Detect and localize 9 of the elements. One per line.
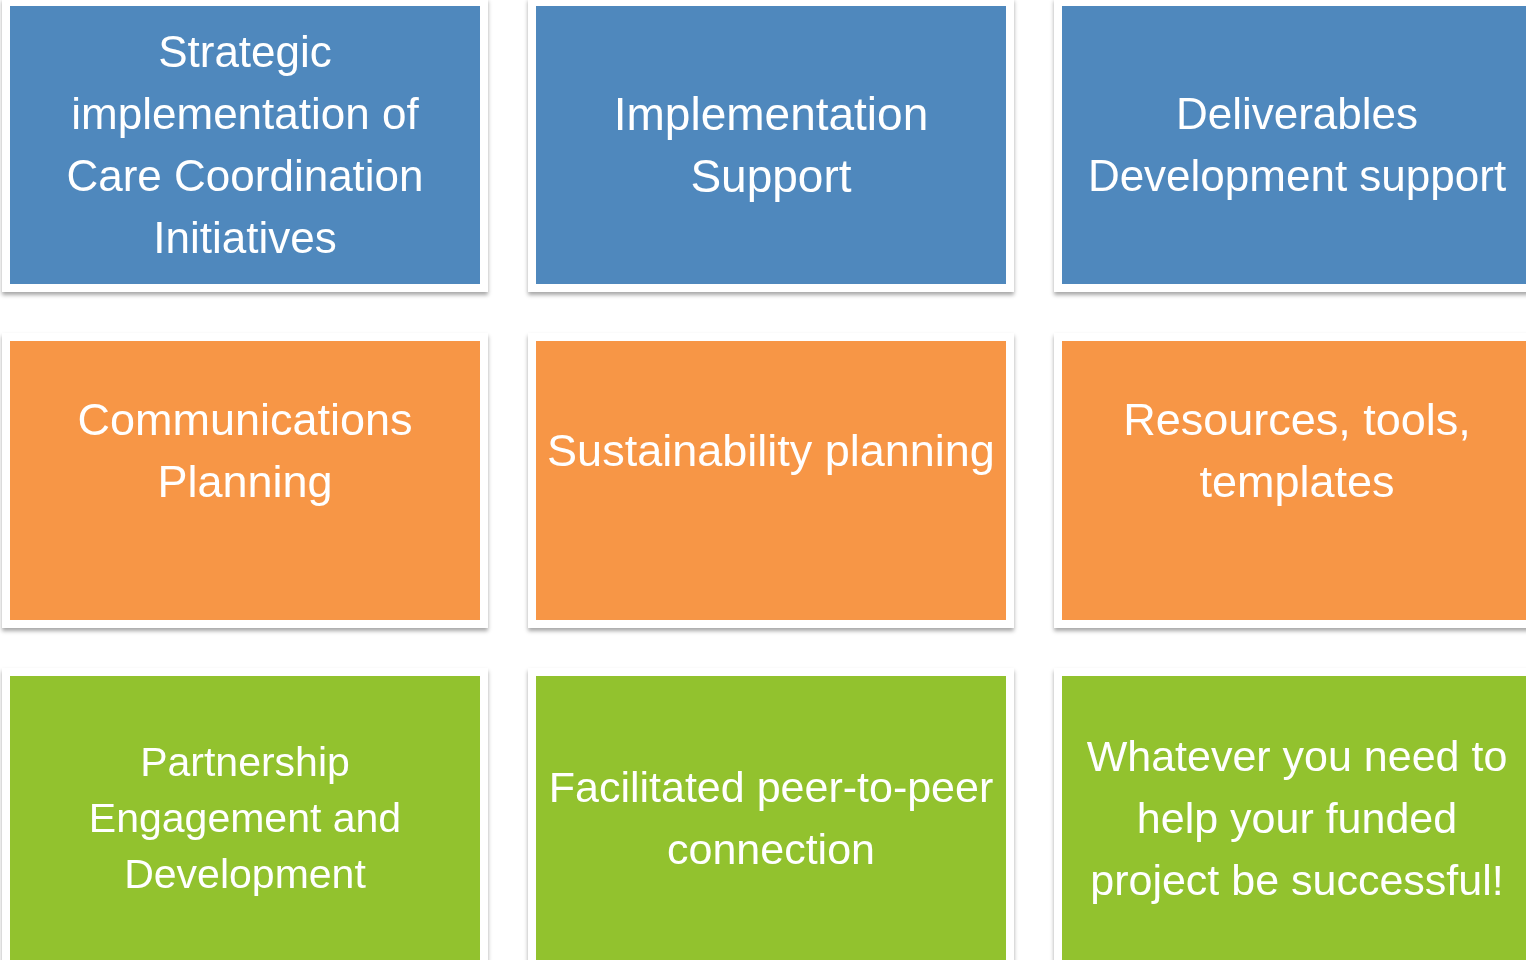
tile-label: Sustainability planning: [546, 423, 996, 478]
tile-label: Partnership Engagement and Development: [87, 738, 403, 899]
tile-label: Deliverables Development support: [1086, 88, 1508, 202]
tile-label: Resources, tools, templates: [1122, 392, 1472, 509]
tile-label: Communications Planning: [76, 392, 414, 509]
tile-label: Facilitated peer-to-peer connection: [547, 762, 995, 875]
tile-label: Implementation Support: [612, 87, 930, 204]
tile-label: Strategic implementation of Care Coordination Initiatives: [65, 26, 425, 264]
tile-label: Whatever you need to help your funded project be successful!: [1085, 731, 1509, 906]
